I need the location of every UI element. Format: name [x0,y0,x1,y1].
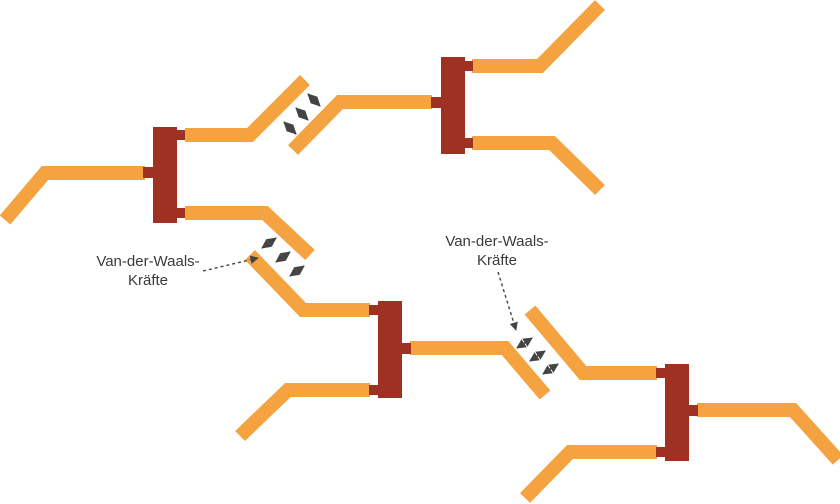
molecule-3-stub-lower [369,385,379,395]
molecule-2-stub-left [431,97,442,108]
molecule-2-chain-upper [472,0,605,73]
molecule-2 [287,0,605,196]
vdw-label-left-line1: Van-der-Waals- [96,253,200,270]
leader-line-right [497,271,518,331]
molecule-4 [519,305,840,503]
vdw-arrows-bottom [516,337,559,375]
vdw-arrows-top [283,93,321,135]
molecule-2-chain-left [287,95,432,155]
molecule-3-chain-upper [244,250,370,317]
vdw-label-left: Van-der-Waals- Kräfte [90,252,206,290]
molecule-3 [235,250,551,442]
molecule-1-stub-left [143,167,154,178]
vdw-label-right-line1: Van-der-Waals- [445,233,549,250]
molecule-4-backbone [665,364,689,461]
vdw-arrow [307,93,321,107]
molecule-1-stub-lower [176,208,185,218]
molecule-2-chain-lower [472,136,605,196]
molecule-1-chain-upper [185,75,310,142]
vdw-arrows-middle [261,237,305,277]
vdw-arrow [289,265,305,277]
molecule-3-stub-right [401,343,411,354]
molecule-4-stub-right [688,405,698,416]
molecule-1 [0,75,315,261]
molecule-1-stub-upper [176,130,185,140]
molecule-2-stub-upper [464,61,473,71]
vdw-arrow [516,337,533,349]
molecule-4-stub-lower [656,447,666,457]
molecule-2-stub-lower [464,138,473,148]
vdw-label-left-line2: Kräfte [127,272,169,289]
vdw-label-right-line2: Kräfte [476,252,518,269]
molecule-4-chain-lower [519,445,657,503]
molecule-3-stub-upper [369,305,379,315]
vdw-arrow [275,251,291,263]
molecule-1-backbone [153,127,177,223]
molecule-4-stub-upper [656,368,666,378]
molecule-3-backbone [378,301,402,398]
vdw-arrow [283,121,297,135]
molecule-4-chain-right [697,403,840,465]
vdw-arrow [529,350,546,362]
vdw-label-right: Van-der-Waals- Kräfte [438,232,556,270]
molecule-1-chain-lower [185,206,315,261]
vdw-arrow [542,363,559,375]
vdw-arrow [295,107,309,121]
molecule-2-backbone [441,57,465,154]
molecule-3-chain-lower [235,383,370,442]
molecule-1-chain-left [0,166,145,225]
molecule-4-chain-upper [524,305,657,380]
vdw-arrow [261,237,277,249]
molecule-3-chain-right [410,341,551,400]
